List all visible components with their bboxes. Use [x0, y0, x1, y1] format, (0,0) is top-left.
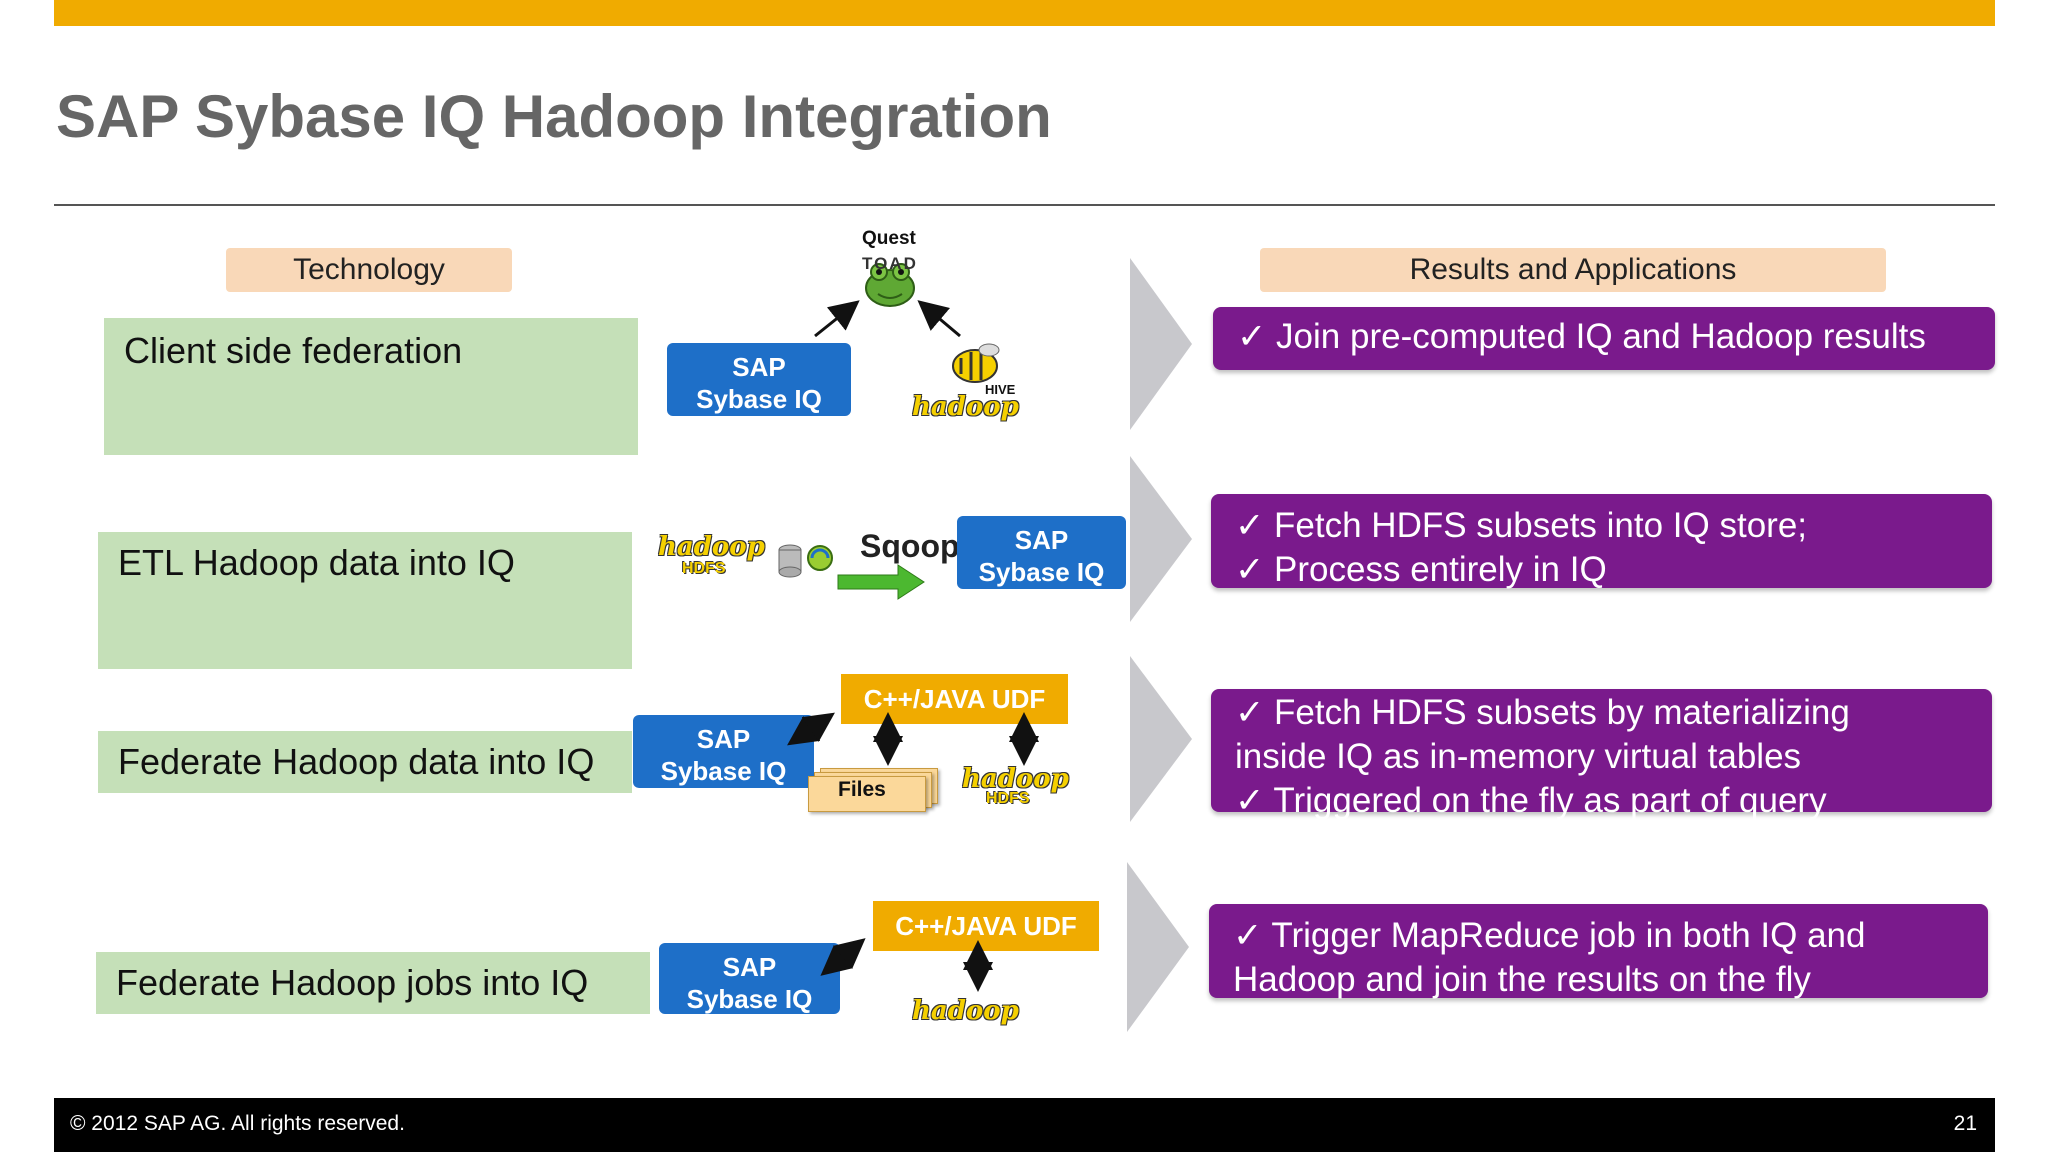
- hive-bee-icon: [945, 340, 1005, 388]
- page-number: 21: [1953, 1112, 1977, 1135]
- result-box: ✓ Trigger MapReduce job in both IQ and H…: [1209, 904, 1988, 999]
- hadoop-logo: hadoop: [658, 532, 765, 562]
- slide-title: SAP Sybase IQ Hadoop Integration: [56, 83, 1052, 150]
- technology-box-federate-jobs: Federate Hadoop jobs into IQ: [96, 952, 650, 1014]
- sap-label: SAP: [1014, 525, 1069, 555]
- result-box: ✓ Join pre-computed IQ and Hadoop result…: [1213, 307, 1995, 370]
- sybase-iq-label: Sybase IQ: [686, 984, 813, 1014]
- files-stack-icon: [808, 768, 938, 818]
- udf-arrows: [787, 712, 1039, 766]
- technology-label: Federate Hadoop jobs into IQ: [116, 962, 589, 1003]
- sybase-iq-label: Sybase IQ: [660, 756, 787, 786]
- toad-frog-icon: [860, 250, 920, 312]
- hive-label: HIVE: [985, 382, 1016, 397]
- result-box: ✓ Fetch HDFS subsets by materializing in…: [1211, 689, 1992, 820]
- chevron-right-icon: [1130, 258, 1192, 430]
- sap-label: SAP: [696, 724, 751, 754]
- result-box: ✓ Fetch HDFS subsets into IQ store; ✓ Pr…: [1211, 494, 1992, 589]
- sybase-iq-label: Sybase IQ: [696, 384, 822, 414]
- technology-label: Client side federation: [124, 330, 463, 371]
- cpp-java-udf-box: C++/JAVA UDF: [841, 674, 1068, 724]
- chevron-right-icon: [1127, 862, 1189, 1032]
- toad-label: TOAD: [862, 254, 918, 273]
- result-line: ✓ Process entirely in IQ: [1235, 550, 1607, 589]
- title-divider: [54, 204, 1995, 206]
- sybase-iq-label: Sybase IQ: [978, 557, 1105, 587]
- footer-bar: © 2012 SAP AG. All rights reserved. 21: [54, 1098, 1995, 1152]
- result-line: inside IQ as in-memory virtual tables: [1235, 737, 1802, 776]
- result-line: ✓ Fetch HDFS subsets by materializing: [1235, 693, 1850, 732]
- technology-label: Federate Hadoop data into IQ: [118, 741, 595, 782]
- result-line: ✓ Triggered on the fly as part of query: [1235, 781, 1827, 820]
- sap-sybase-iq-box: SAP Sybase IQ: [659, 943, 840, 1014]
- hdfs-label: HDFS: [986, 790, 1030, 807]
- quest-label: Quest: [862, 228, 916, 249]
- sqoop-label: Sqoop: [860, 528, 960, 564]
- result-line: ✓ Join pre-computed IQ and Hadoop result…: [1237, 317, 1926, 356]
- sap-sybase-iq-box: SAP Sybase IQ: [633, 715, 814, 788]
- hadoop-logo: hadoop: [912, 392, 1019, 422]
- result-line: Hadoop and join the results on the fly: [1233, 960, 1811, 999]
- result-line: ✓ Trigger MapReduce job in both IQ and: [1233, 916, 1866, 955]
- chevron-right-icon: [1130, 656, 1192, 822]
- technology-box-client-federation: Client side federation: [104, 318, 638, 455]
- result-line: ✓ Fetch HDFS subsets into IQ store;: [1235, 506, 1808, 545]
- technology-label: ETL Hadoop data into IQ: [118, 542, 515, 583]
- sap-sybase-iq-box: SAP Sybase IQ: [667, 343, 851, 416]
- technology-header: Technology: [226, 248, 512, 292]
- top-accent-bar: [54, 0, 1995, 26]
- results-header: Results and Applications: [1260, 248, 1886, 292]
- files-label: Files: [838, 778, 886, 801]
- chevron-right-icon: [1130, 456, 1192, 622]
- sqoop-arrow-icon: [837, 564, 925, 600]
- hadoop-logo: hadoop: [962, 764, 1069, 794]
- toad-arrows: [814, 300, 961, 338]
- technology-box-etl: ETL Hadoop data into IQ: [98, 532, 632, 669]
- sap-label: SAP: [722, 952, 777, 982]
- hdfs-label: HDFS: [682, 560, 726, 577]
- job-arrows: [820, 938, 993, 992]
- copyright-text: © 2012 SAP AG. All rights reserved.: [70, 1112, 405, 1135]
- database-sync-icon: [776, 540, 836, 580]
- sap-sybase-iq-box: SAP Sybase IQ: [957, 516, 1126, 589]
- sap-label: SAP: [732, 352, 786, 382]
- hadoop-logo: hadoop: [912, 996, 1019, 1026]
- technology-box-federate-data: Federate Hadoop data into IQ: [98, 731, 632, 793]
